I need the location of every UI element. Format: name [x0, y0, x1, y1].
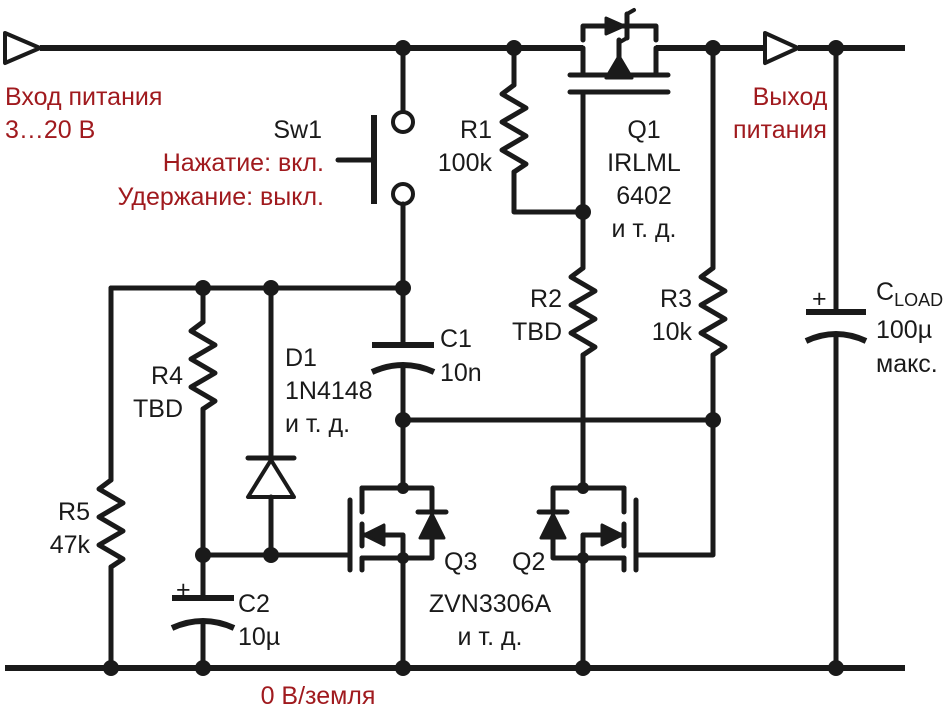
r2-resistor [568, 209, 598, 491]
c1-value: 10n [440, 359, 482, 387]
d1-diode [245, 285, 297, 558]
r1-ref: R1 [460, 116, 492, 144]
cload-ref: CLOAD [876, 278, 943, 310]
r1-value: 100k [438, 149, 493, 177]
d1-part: 1N4148 [285, 377, 373, 405]
r5-ref: R5 [58, 498, 90, 526]
c2-polarity: + [176, 576, 191, 604]
d1-ref: D1 [285, 344, 317, 372]
sw1-switch [335, 45, 415, 291]
cload-capacitor [804, 45, 868, 671]
q2-ref: Q2 [512, 548, 545, 576]
q1-ref: Q1 [627, 116, 660, 144]
c2-value: 10µ [238, 623, 280, 651]
c1-capacitor [370, 285, 436, 491]
input-label-line1: Вход питания [5, 83, 162, 111]
q1-mosfet [567, 8, 671, 215]
q1-part-line1: IRLML [607, 149, 681, 177]
r3-ref: R3 [660, 285, 692, 313]
r4-ref: R4 [151, 362, 183, 390]
r3-resistor [698, 45, 728, 423]
input-arrow [3, 31, 42, 65]
q2-mosfet [536, 417, 716, 671]
q3-mosfet [347, 485, 449, 671]
cload-note: макс. [876, 350, 938, 378]
junction-dots [103, 40, 844, 676]
input-label-line2: 3…20 В [5, 116, 95, 144]
r4-value: TBD [133, 395, 183, 423]
r2-value: TBD [512, 318, 562, 346]
c2-ref: C2 [238, 590, 270, 618]
cload-value: 100µ [876, 316, 932, 344]
q3-part: ZVN3306A [429, 590, 552, 618]
c2-capacitor [170, 595, 236, 671]
output-label-line2: питания [733, 116, 827, 144]
q3-ref: Q3 [444, 548, 477, 576]
sw1-press-note: Нажатие: вкл. [163, 149, 324, 177]
r5-value: 47k [50, 531, 91, 559]
output-arrow [763, 31, 800, 65]
q1-note: и т. д. [611, 215, 676, 243]
r5-resistor [96, 285, 126, 671]
sw1-hold-note: Удержание: выкл. [117, 183, 324, 211]
sw1-ref: Sw1 [273, 116, 322, 144]
q1-part-line2: 6402 [616, 182, 672, 210]
r3-value: 10k [652, 318, 693, 346]
d1-note: и т. д. [285, 410, 350, 438]
q3-note: и т. д. [457, 623, 522, 651]
output-label-line1: Выход [753, 83, 828, 111]
cload-ref-subscript: LOAD [894, 290, 943, 310]
r2-ref: R2 [530, 285, 562, 313]
c1-ref: C1 [440, 325, 472, 353]
ground-label: 0 В/земля [261, 682, 376, 710]
cload-polarity: + [812, 285, 827, 313]
